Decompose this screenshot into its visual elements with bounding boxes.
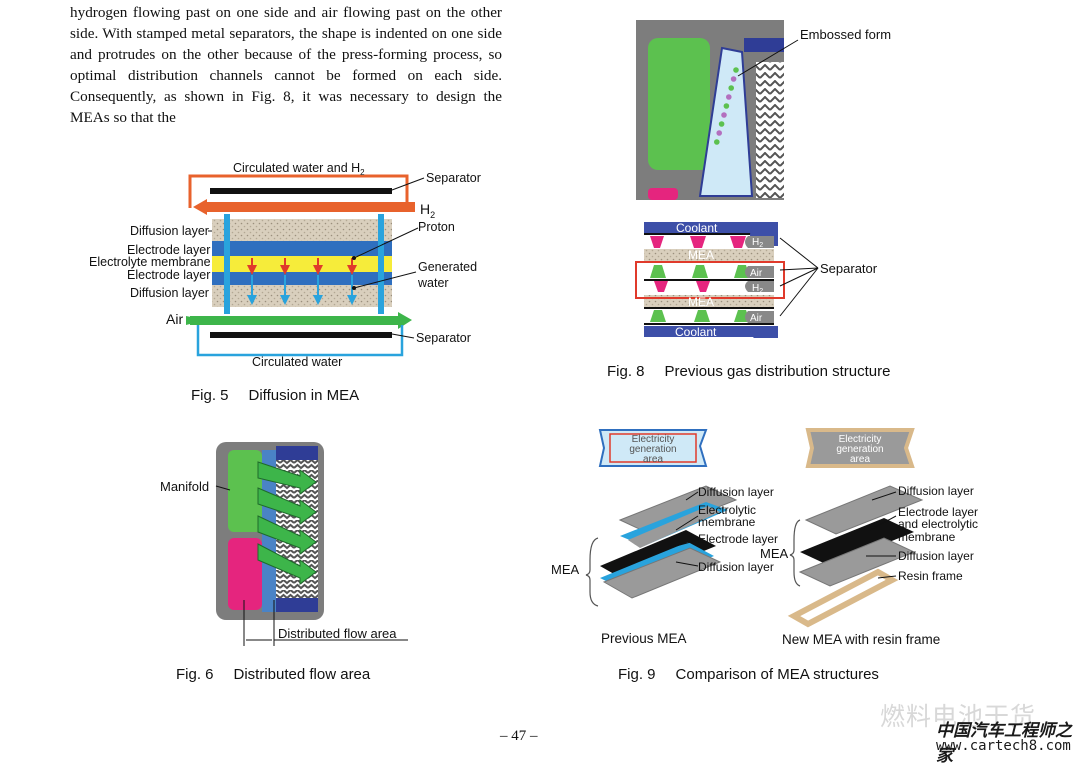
- fig9-resin: Resin frame: [898, 569, 963, 583]
- embossed-dot: [726, 94, 732, 100]
- fig8-mea-bottom-label: MEA: [688, 295, 714, 309]
- fig9-egen-right-1: Electricity: [839, 434, 882, 445]
- embossed-dot: [723, 103, 730, 109]
- fig5-electrode-top-label: Electrode layer: [127, 243, 210, 257]
- fig9-elec-l: Electrode layer: [698, 532, 778, 546]
- fig8-coolant-bottom-label: Coolant: [675, 325, 717, 339]
- fig5-h2-label: H2: [420, 201, 435, 220]
- fig8-caption-num: Fig. 8: [607, 363, 645, 380]
- fig8-h2-b-label: H2: [752, 283, 763, 295]
- fig5-caption-text: Diffusion in MEA: [248, 387, 360, 404]
- page-number: – 47 –: [500, 728, 538, 744]
- fig8-embossed-label: Embossed form: [800, 27, 891, 42]
- fig8-coolant-top-label: Coolant: [676, 221, 718, 235]
- fig5-circ-water-h2-label: Circulated water and H2: [233, 161, 365, 177]
- body-paragraph: hydrogen flowing past on one side and ai…: [70, 4, 502, 126]
- fig5-diagram: [186, 174, 425, 357]
- fig6-manifold-label: Manifold: [160, 479, 209, 494]
- embossed-dot: [733, 67, 739, 73]
- fig8-h2-a-label: H2: [752, 237, 763, 249]
- fig5-caption: Fig. 5 Diffusion in MEA: [191, 387, 359, 404]
- fig9-caption-num: Fig. 9: [618, 666, 656, 683]
- fig5-electrode-bottom-label: Electrode layer: [127, 268, 210, 282]
- fig9-mea-r: MEA: [760, 546, 789, 561]
- fig5-diffusion-bottom-label: Diffusion layer: [130, 286, 209, 300]
- fig5-diffusion-top-label: Diffusion layer: [130, 224, 209, 238]
- fig9-elmem-l2: membrane: [698, 515, 756, 529]
- fig5-proton-label: Proton: [418, 220, 455, 234]
- fig9-mea-l: MEA: [551, 562, 580, 577]
- fig9-egen-right-3: area: [850, 454, 870, 465]
- fig9-diff-r2: Diffusion layer: [898, 549, 974, 563]
- embossed-dot: [716, 130, 722, 136]
- fig9-new-mea: New MEA with resin frame: [782, 632, 940, 647]
- embossed-dot: [714, 139, 720, 145]
- fig9-diff-l1: Diffusion layer: [698, 485, 774, 499]
- fig9-diagram: [585, 428, 924, 628]
- fig6-caption-num: Fig. 6: [176, 666, 214, 683]
- fig9-egen-left-3: area: [643, 454, 663, 465]
- fig8-separator-label: Separator: [820, 261, 878, 276]
- fig9-egen-left-2: generation: [629, 444, 676, 455]
- fig6-caption-text: Distributed flow area: [233, 666, 371, 683]
- fig9-caption: Fig. 9 Comparison of MEA structures: [618, 666, 879, 683]
- embossed-dot: [730, 76, 737, 82]
- fig5-separator-bottom-label: Separator: [416, 331, 471, 345]
- fig8-air-b-label: Air: [750, 313, 763, 324]
- fig9-egen-left-1: Electricity: [632, 434, 675, 445]
- fig5-separator-top-label: Separator: [426, 171, 481, 185]
- fig9-egen-right-2: generation: [836, 444, 883, 455]
- fig9-caption-text: Comparison of MEA structures: [675, 666, 879, 683]
- fig8-caption: Fig. 8 Previous gas distribution structur…: [607, 363, 890, 380]
- fig9-elec-r3: membrane: [898, 530, 956, 544]
- fig5-generated-label: Generated: [418, 260, 477, 274]
- fig9-elec-r2: and electrolytic: [898, 517, 978, 531]
- embossed-dot: [728, 85, 734, 91]
- fig9-elmem-l1: Electrolytic: [698, 503, 756, 517]
- embossed-dot: [721, 112, 727, 118]
- embossed-dot: [718, 121, 725, 127]
- watermark-brand: 燃料电池干货: [880, 702, 1037, 731]
- fig5-circ-water-label: Circulated water: [252, 355, 342, 369]
- fig5-air-label: Air: [166, 311, 183, 327]
- fig5-water-label: water: [417, 276, 449, 290]
- fig5-membrane-label: Electrolyte membrane: [89, 255, 211, 269]
- fig9-prev-mea: Previous MEA: [601, 631, 687, 646]
- fig8-caption-text: Previous gas distribution structure: [664, 363, 891, 380]
- fig8-mea-top-label: MEA: [688, 248, 714, 262]
- fig5-caption-num: Fig. 5: [191, 387, 229, 404]
- fig8-top-diagram: [636, 20, 799, 200]
- fig9-diff-l2: Diffusion layer: [698, 560, 774, 574]
- watermark-url: www.cartech8.com: [936, 738, 1071, 754]
- fig8-bottom-diagram: [635, 222, 819, 338]
- fig9-diff-r1: Diffusion layer: [898, 484, 974, 498]
- fig6-caption: Fig. 6 Distributed flow area: [176, 666, 370, 683]
- fig6-distributed-label: Distributed flow area: [278, 626, 397, 641]
- fig6-diagram: [215, 442, 408, 646]
- fig9-elec-r1: Electrode layer: [898, 505, 978, 519]
- fig8-air-a-label: Air: [750, 268, 763, 279]
